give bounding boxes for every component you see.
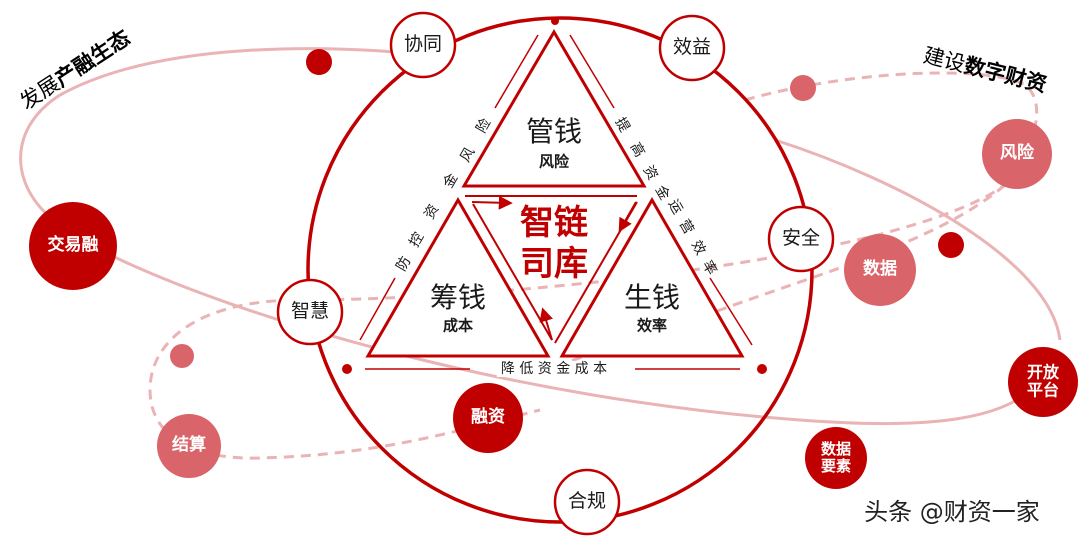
left-dot <box>342 364 352 374</box>
right-triangle-title: 生钱 <box>623 280 681 314</box>
ring-label-xiaoyi: 效益 <box>672 36 712 59</box>
node-label-shuju: 数据 <box>863 259 897 280</box>
node-label-shuju-yaosu: 数据 要素 <box>820 439 852 475</box>
orbit-dot-right <box>938 232 964 258</box>
ring-node-zhihui <box>276 278 344 346</box>
node-label-kaifang: 开放 平台 <box>1026 362 1060 400</box>
cycle-arrows <box>465 195 638 344</box>
orbit-dot-top-right <box>790 75 816 101</box>
top-triangle-title: 管钱 <box>525 114 583 148</box>
node-rongzi <box>453 383 523 453</box>
node-shuju <box>844 234 916 306</box>
right-dot <box>757 364 767 374</box>
triangle-top <box>461 29 647 188</box>
node-jiesuan <box>157 414 221 478</box>
node-shuju-yaosu <box>805 427 867 489</box>
ring-node-anquan <box>767 205 835 273</box>
top-triangle-sub: 风险 <box>538 152 570 171</box>
center-line1: 智链 <box>520 203 588 244</box>
center-title: 智链司库 <box>520 203 588 285</box>
ring-node-xiaoyi <box>658 14 726 82</box>
ring-node-hegui <box>553 468 621 536</box>
ring-label-hegui: 合规 <box>567 490 607 513</box>
node-kaifang-pingtai <box>1008 347 1078 417</box>
left-triangle-sub: 成本 <box>442 316 474 335</box>
node-label-rongzi: 融资 <box>471 407 505 428</box>
orbit-dot-left <box>170 344 194 368</box>
center-line2: 司库 <box>520 244 588 284</box>
orbit-dot-top-left <box>306 49 332 75</box>
node-jiaoyirong <box>29 202 117 290</box>
triangle-left <box>365 196 551 358</box>
node-label-fengxian: 风险 <box>1000 143 1034 164</box>
bottom-edge-label: 降 低 资 金 成 本 <box>496 360 612 378</box>
ring-node-xietong <box>389 11 457 79</box>
right-triangle-sub: 效率 <box>636 316 668 335</box>
top-dot <box>551 17 559 25</box>
triangle-right <box>559 196 745 358</box>
ring-label-zhihui: 智慧 <box>290 300 330 323</box>
ring-label-xietong: 协同 <box>403 33 443 56</box>
node-label-jiaoyirong: 交易融 <box>47 235 99 256</box>
watermark: 头条 @财资一家 <box>864 498 1040 527</box>
ecosystem-orbit <box>19 47 1062 426</box>
left-triangle-title: 筹钱 <box>429 280 487 314</box>
node-fengxian <box>982 119 1052 189</box>
node-label-jiesuan: 结算 <box>172 435 206 456</box>
ring-label-anquan: 安全 <box>781 227 821 250</box>
edge-guides <box>359 34 753 370</box>
